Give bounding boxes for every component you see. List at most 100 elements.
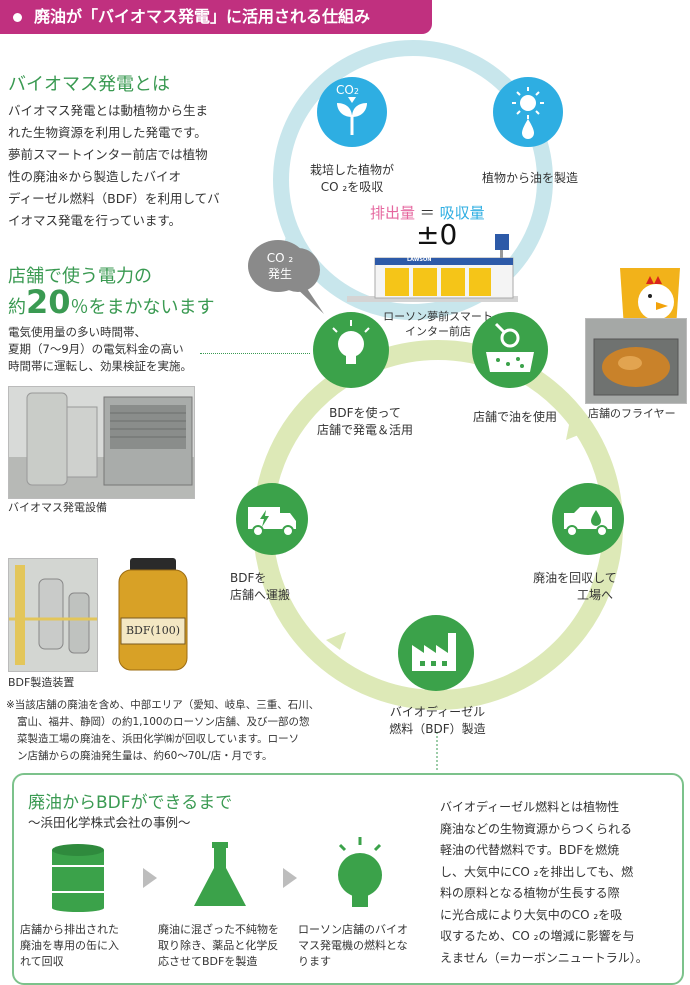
light-bulb-icon — [332, 320, 370, 364]
intro-line: 性の廃油※から製造したバイオ — [8, 169, 181, 184]
step1-line: 店舗から排出された — [20, 923, 119, 936]
banner-title: 廃油が「バイオマス発電」に活用される仕組み — [34, 7, 371, 26]
power-label-line: BDFを使って — [329, 406, 401, 420]
transport-label-line: 店舗へ運搬 — [230, 588, 291, 602]
oil-truck-icon — [564, 507, 612, 537]
collection-label: 廃油を回収して 工場へ — [520, 570, 630, 604]
store-label-line: インター前店 — [405, 325, 471, 338]
use-oil-label: 店舗で油を使用 — [472, 410, 557, 424]
dotted-connector — [200, 353, 310, 354]
intro-line: イオマス発電を行っています。 — [8, 213, 182, 228]
step-arrow-icon — [143, 868, 157, 888]
explain-line: 収するため、CO ₂の増減に影響を与 — [440, 929, 635, 943]
step3-line: ります — [298, 955, 331, 968]
oil-production-node — [493, 77, 563, 147]
footnote-line: ※当該店舗の廃油を含め、中部エリア（愛知、岐阜、三重、石川、 — [6, 699, 320, 711]
factory-label-line: バイオディーゼル — [389, 705, 486, 719]
co2-emission-cloud: CO ₂ 発生 — [244, 236, 336, 318]
factory-node — [398, 615, 474, 691]
biomass-equipment-photo — [8, 386, 195, 499]
equals-sign: ＝ — [419, 204, 435, 222]
collection-label-line: 廃油を回収して — [533, 571, 617, 585]
step2-line: 廃油に混ざった不純物を — [158, 923, 279, 936]
co2-text: CO — [336, 83, 354, 97]
intro-line: バイオマス発電とは動植物から生ま — [8, 103, 209, 118]
step1-text: 店舗から排出された 廃油を専用の缶に入 れて回収 — [20, 922, 150, 970]
power-prefix: 約 — [8, 297, 26, 318]
intro-text: バイオマス発電とは動植物から生ま れた生物資源を利用した発電です。 夢前スマート… — [8, 100, 260, 232]
emission-equation: 排出量 ＝ 吸収量 — [370, 202, 485, 223]
power-label-line: 店舗で発電＆活用 — [316, 423, 413, 437]
balance-zero: ±0 — [416, 218, 458, 251]
plant-absorb-label: 栽培した植物が CO ₂を吸収 — [287, 162, 417, 196]
fryer-caption: 店舗のフライヤー — [588, 407, 676, 420]
power-line: 電気使用量の多い時間帯、 — [8, 325, 146, 339]
bdf-process-box — [12, 773, 684, 985]
transport-label-line: BDFを — [230, 571, 267, 585]
bdf-bottle-photo: BDF(100) — [113, 556, 193, 674]
co2-subscript: 2 — [353, 87, 359, 96]
plant-label-line: CO ₂を吸収 — [320, 180, 384, 194]
explain-line: えません（=カーボンニュートラル）。 — [440, 950, 648, 965]
step1-line: 廃油を専用の缶に入 — [20, 939, 119, 952]
co2-absorb-icon: CO2 — [336, 83, 359, 97]
collection-label-line: 工場へ — [576, 588, 613, 602]
factory-icon — [412, 633, 456, 671]
co2-cloud-line: 発生 — [267, 267, 292, 281]
process-subheading: 〜浜田化学株式会社の事例〜 — [28, 815, 191, 830]
explain-line: に光合成により大気中のCO ₂を吸 — [440, 907, 623, 922]
delivery-truck-icon — [248, 507, 296, 537]
factory-label: バイオディーゼル 燃料（BDF）製造 — [370, 704, 505, 738]
power-percent-number: 20 — [26, 283, 71, 321]
lawson-store-illustration: LAWSON — [345, 232, 520, 307]
step3-text: ローソン店舗のバイオ マス発電機の燃料とな ります — [298, 922, 428, 970]
footnote-line: 富山、福井、静岡）の約1,100のローソン店舗、及び一部の惣 — [17, 716, 310, 728]
title-banner: 廃油が「バイオマス発電」に活用される仕組み — [0, 0, 432, 34]
bottle-label: BDF(100) — [125, 624, 181, 637]
power-suffix: ％をまかないます — [70, 297, 215, 318]
step2-line: 応させてBDFを製造 — [158, 955, 258, 968]
process-heading: 廃油からBDFができるまで — [28, 793, 233, 813]
bdf-plant-photo — [8, 558, 98, 672]
explain-line: 軽油の代替燃料です。BDFを燃焼 — [440, 843, 620, 857]
power-line: 時間帯に運転し、効果検証を実施。 — [8, 359, 192, 373]
explain-line: バイオディーゼル燃料とは植物性 — [440, 800, 620, 814]
co2-cloud-line: CO ₂ — [266, 251, 294, 265]
footnote-line: 菜製造工場の廃油を、浜田化学㈱が回収しています。ローソ — [17, 733, 300, 745]
explain-line: 料の原料となる植物が生長する際 — [440, 886, 620, 900]
step3-line: ローソン店舗のバイオ — [298, 923, 408, 936]
transport-node — [236, 483, 308, 555]
use-oil-node — [472, 312, 548, 388]
absorption-text: 吸収量 — [439, 204, 485, 222]
bdf-explanation: バイオディーゼル燃料とは植物性 廃油などの生物資源からつくられる 軽油の代替燃料… — [440, 797, 675, 969]
step-arrow-icon — [283, 868, 297, 888]
flask-icon — [190, 840, 250, 912]
chicken-product-image — [616, 262, 684, 332]
intro-line: ディーゼル燃料（BDF）を利用してバ — [8, 191, 220, 206]
bullet-icon — [13, 13, 22, 22]
light-bulb-icon — [330, 835, 390, 915]
step1-line: れて回収 — [20, 955, 64, 968]
power-generation-node — [313, 312, 389, 388]
fryer-photo — [585, 318, 687, 404]
sun-oil-icon — [512, 87, 544, 139]
store-label: ローソン夢前スマート インター前店 — [378, 309, 498, 339]
transport-label: BDFを 店舗へ運搬 — [208, 570, 298, 604]
step2-text: 廃油に混ざった不純物を 取り除き、薬品と化学反 応させてBDFを製造 — [158, 922, 298, 970]
power-heading-2: 約20％をまかないます — [8, 283, 215, 321]
biomass-caption: バイオマス発電設備 — [8, 501, 107, 514]
power-generation-label: BDFを使って 店舗で発電＆活用 — [300, 405, 430, 439]
power-heading-1: 店舗で使う電力の — [8, 266, 152, 287]
co2-cloud-text: CO ₂ 発生 — [250, 250, 310, 282]
footnote-line: ン店舗からの廃油発生量は、約60〜70L/店・月です。 — [17, 750, 273, 762]
step3-line: マス発電機の燃料とな — [298, 939, 408, 952]
intro-line: れた生物資源を利用した発電です。 — [8, 125, 207, 140]
store-sign: LAWSON — [407, 257, 432, 263]
explain-line: 廃油などの生物資源からつくられる — [440, 821, 633, 836]
power-line: 夏期（7〜9月）の電気料金の高い — [8, 342, 184, 356]
explain-line: し、大気中にCO ₂を排出しても、燃 — [440, 864, 634, 879]
bdf-plant-caption: BDF製造装置 — [8, 676, 75, 689]
plant-label-line: 栽培した植物が — [309, 163, 394, 177]
oil-can-icon — [48, 842, 108, 912]
emission-text: 排出量 — [370, 204, 416, 222]
